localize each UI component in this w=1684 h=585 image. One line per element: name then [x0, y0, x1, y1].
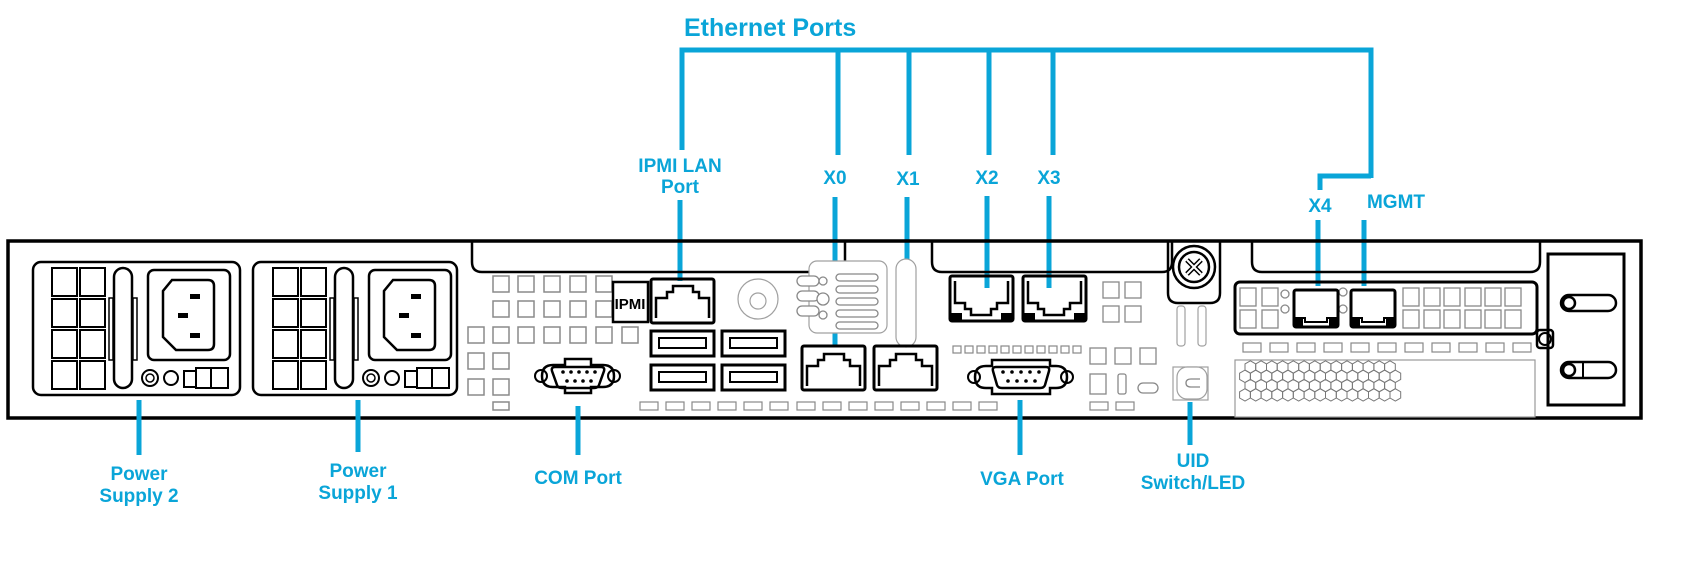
riser-slot-middle	[930, 241, 1174, 274]
x1-label: X1	[896, 169, 920, 190]
power-supply-2[interactable]	[31, 260, 242, 397]
x0-label: X0	[823, 168, 846, 189]
ethernet-port-x3[interactable]	[1021, 274, 1088, 323]
bottom-vent-row	[639, 401, 1135, 411]
psu2-label-line2: Supply 2	[99, 486, 178, 507]
uid-label-line2: Switch/LED	[1141, 473, 1246, 494]
vent-grid-mid	[1089, 281, 1159, 395]
rail-ear	[1546, 252, 1626, 407]
uid-switch-led[interactable]	[1172, 366, 1209, 401]
bracket-x4-branch	[1317, 173, 1371, 190]
led-strip	[952, 345, 1082, 354]
x4-label: X4	[1308, 196, 1332, 217]
riser-slot-right	[1250, 241, 1542, 274]
round-connector	[737, 278, 779, 320]
bracket-main-line	[679, 47, 1374, 178]
hex-vent-cell	[1389, 388, 1402, 402]
ipmi-badge-text: IPMI	[615, 296, 646, 313]
status-led-block	[796, 258, 917, 348]
ethernet-port-x2[interactable]	[948, 274, 1015, 323]
ipmi-lan-label-line1: IPMI LAN	[638, 156, 721, 177]
hex-vent-panel	[1234, 359, 1536, 418]
ethernet-ports-bracket	[679, 47, 1374, 190]
ipmi-lan-label-line2: Port	[661, 177, 700, 198]
mgmt-label: MGMT	[1367, 192, 1425, 213]
right-vent-row	[1242, 342, 1532, 353]
riser-slot-left	[470, 241, 847, 274]
psu2-fan-grid	[51, 267, 106, 390]
psu1-ac-inlet[interactable]	[367, 268, 453, 362]
thumb-screw[interactable]	[1166, 241, 1222, 347]
ethernet-port-x0[interactable]	[800, 344, 867, 392]
psu2-handle[interactable]	[112, 266, 134, 390]
ipmi-badge	[611, 280, 650, 324]
usb-ports[interactable]	[649, 329, 787, 392]
rail-slot-top	[1559, 293, 1618, 313]
psu2-label-line1: Power	[110, 464, 168, 485]
psu1-label-line1: Power	[329, 461, 387, 482]
psu1-label-line2: Supply 1	[318, 483, 398, 504]
ethernet-port-mgmt[interactable]	[1349, 288, 1397, 329]
x2-label: X2	[975, 168, 998, 189]
psu1-fan-grid	[272, 267, 327, 390]
chassis-outline	[6, 239, 1643, 420]
power-supply-1[interactable]	[251, 260, 459, 397]
nic-card	[1233, 280, 1539, 336]
uid-label-line1: UID	[1177, 451, 1210, 472]
com-port-label: COM Port	[534, 468, 622, 489]
psu2-ac-inlet[interactable]	[146, 268, 232, 362]
psu2-status-led	[141, 369, 159, 387]
io-vent-grid	[467, 275, 639, 411]
vga-port-label: VGA Port	[980, 469, 1064, 490]
ethernet-ports-title: Ethernet Ports	[684, 14, 856, 42]
ethernet-port-x1[interactable]	[872, 344, 939, 392]
rail-slot-bottom	[1559, 360, 1618, 380]
psu1-status-led	[362, 369, 380, 387]
rail-latch[interactable]	[1535, 328, 1555, 350]
vga-port[interactable]	[967, 358, 1074, 396]
ethernet-port-x4[interactable]	[1292, 288, 1340, 329]
com-port[interactable]	[534, 357, 621, 395]
psu1-handle[interactable]	[333, 266, 355, 390]
ipmi-lan-port[interactable]: IPMI	[611, 277, 716, 325]
x3-label: X3	[1037, 168, 1060, 189]
